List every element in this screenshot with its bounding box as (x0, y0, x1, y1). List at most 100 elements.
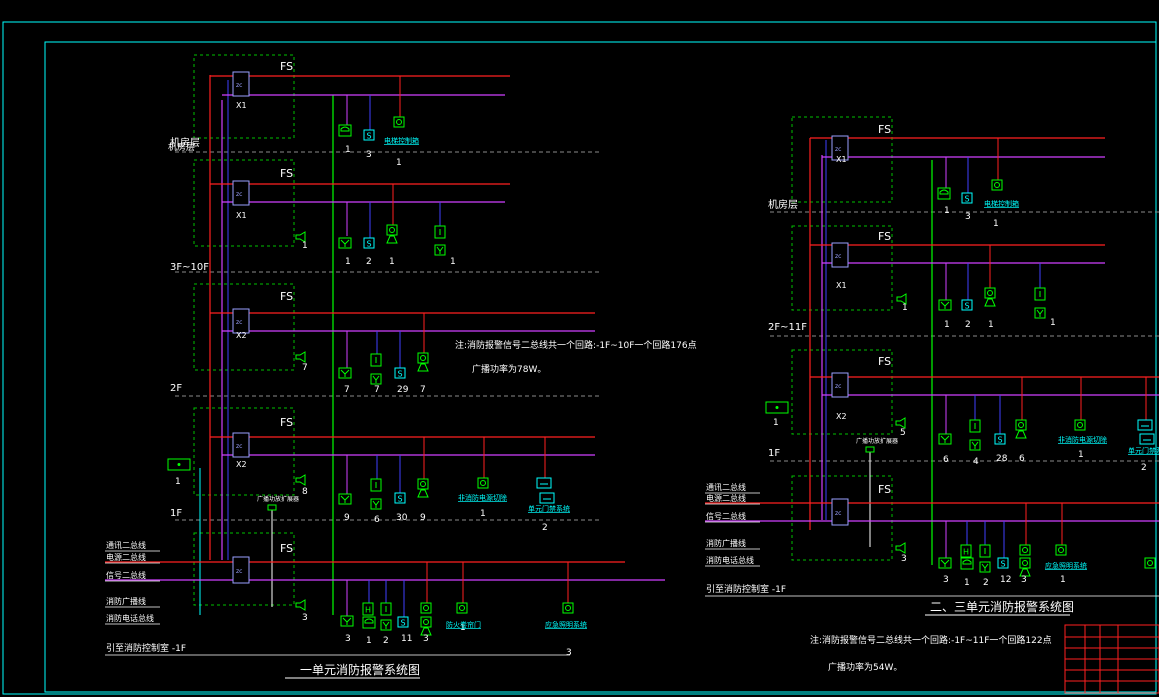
broadcast-power: 广播功率为78W。 (472, 363, 546, 375)
count: 1 (944, 320, 950, 330)
fs-label: FS (878, 123, 891, 136)
module-icon (562, 602, 574, 614)
count: 3 (965, 212, 971, 222)
smoke-icon: S (997, 557, 1009, 569)
module-label: X1 (236, 211, 247, 220)
floor-label: 机房层 (168, 141, 195, 153)
panel-icon (539, 492, 555, 504)
device-label: 应急照明系统 (1045, 561, 1087, 570)
svg-text:zc: zc (835, 510, 841, 517)
device-label: 广播功放扩展器 (257, 495, 299, 503)
fs-box (193, 54, 295, 139)
count: 7 (302, 363, 308, 373)
device-label: 单元门禁系统 (528, 504, 570, 513)
svg-text:zc: zc (236, 82, 242, 89)
trunk-label: 消防电话总线 (706, 555, 754, 565)
diagram-title: 一单元消防报警系统图 (300, 662, 420, 677)
count: 3 (345, 634, 351, 644)
fs-label: FS (878, 483, 891, 496)
device-label: 非消防电源切除 (1058, 435, 1107, 444)
speaker-icon (895, 542, 906, 554)
svg-text:S: S (367, 240, 372, 249)
bell-icon (1015, 419, 1027, 439)
count: 1 (302, 241, 308, 251)
speaker-icon (896, 293, 907, 305)
speaker-icon (895, 417, 906, 429)
count: 2 (965, 320, 971, 330)
hydrant-icon (969, 439, 981, 451)
count: 6 (374, 515, 380, 525)
bell-icon (984, 287, 996, 307)
count: 2 (1141, 463, 1147, 473)
trunk-label: 通讯二总线 (706, 482, 746, 492)
broadcast-amp (267, 504, 277, 511)
trunk-label: 消防电话总线 (106, 613, 154, 623)
hydrant-icon (434, 244, 446, 256)
count: 2 (542, 523, 548, 533)
count: 30 (396, 513, 408, 523)
svg-text:zc: zc (236, 191, 242, 198)
module-label: X1 (236, 101, 247, 110)
count: 1 (460, 623, 466, 633)
hydrant-icon (370, 498, 382, 510)
count: 1 (389, 257, 395, 267)
count: 5 (900, 428, 906, 438)
module-label: X1 (836, 281, 847, 290)
count: 3 (566, 648, 572, 658)
floor-label: 机房层 (768, 198, 798, 211)
smoke-icon: S (961, 192, 973, 204)
fs-box (193, 283, 295, 371)
smoke-icon: S (397, 616, 409, 628)
bell-icon (386, 224, 398, 244)
hydrant-icon (370, 373, 382, 385)
ctrl-icon (765, 401, 789, 414)
count: 7 (344, 385, 350, 395)
io-icon (434, 225, 446, 239)
alarm-icon (938, 299, 952, 311)
phone-icon (960, 557, 974, 570)
svg-text:H: H (365, 606, 371, 615)
io-icon (979, 544, 991, 558)
smoke-icon: S (994, 433, 1006, 445)
module-icon (991, 179, 1003, 191)
module-label: X2 (836, 412, 847, 421)
hydrant-icon (979, 561, 991, 573)
count: 3 (366, 150, 372, 160)
bell-icon (420, 616, 432, 636)
count: 2 (366, 257, 372, 267)
alarm-icon (938, 557, 952, 569)
count: 1 (480, 509, 486, 519)
smoke-icon: S (363, 129, 375, 141)
svg-text:S: S (367, 132, 372, 141)
panel-icon (1137, 419, 1153, 431)
count: 28 (996, 454, 1008, 464)
device-label: 广播功放扩展器 (856, 437, 898, 445)
count: 7 (420, 385, 426, 395)
phone-icon (937, 187, 951, 200)
trunk-label: 信号二总线 (706, 511, 746, 521)
device-label: 单元门禁系统 (1128, 446, 1159, 455)
floor-label: 3F~10F (170, 262, 209, 273)
count: 2 (983, 578, 989, 588)
inner-frame (44, 41, 1157, 693)
module-icon (477, 477, 489, 489)
device-label: 电梯控制箱 (984, 199, 1019, 208)
trunk-label: 通讯二总线 (106, 540, 146, 550)
count: 1 (773, 418, 779, 428)
panel-icon (1139, 433, 1155, 445)
count: 3 (423, 634, 429, 644)
io-icon (370, 478, 382, 492)
alarm-icon (338, 367, 352, 379)
trunk-label: 电源二总线 (706, 493, 746, 503)
count: 3 (302, 613, 308, 623)
trunk-label: 电源二总线 (106, 552, 146, 562)
module-label: X2 (236, 460, 247, 469)
note: 注:消防报警信号二总线共一个回路:-1F~11F一个回路122点 (810, 634, 1052, 646)
bell-icon (417, 478, 429, 498)
control-room-label: 引至消防控制室 -1F (106, 642, 186, 654)
count: 1 (175, 477, 181, 487)
smoke-icon: S (394, 492, 406, 504)
phone-icon (362, 616, 376, 629)
count: 3 (901, 554, 907, 564)
svg-text:S: S (1001, 560, 1006, 569)
